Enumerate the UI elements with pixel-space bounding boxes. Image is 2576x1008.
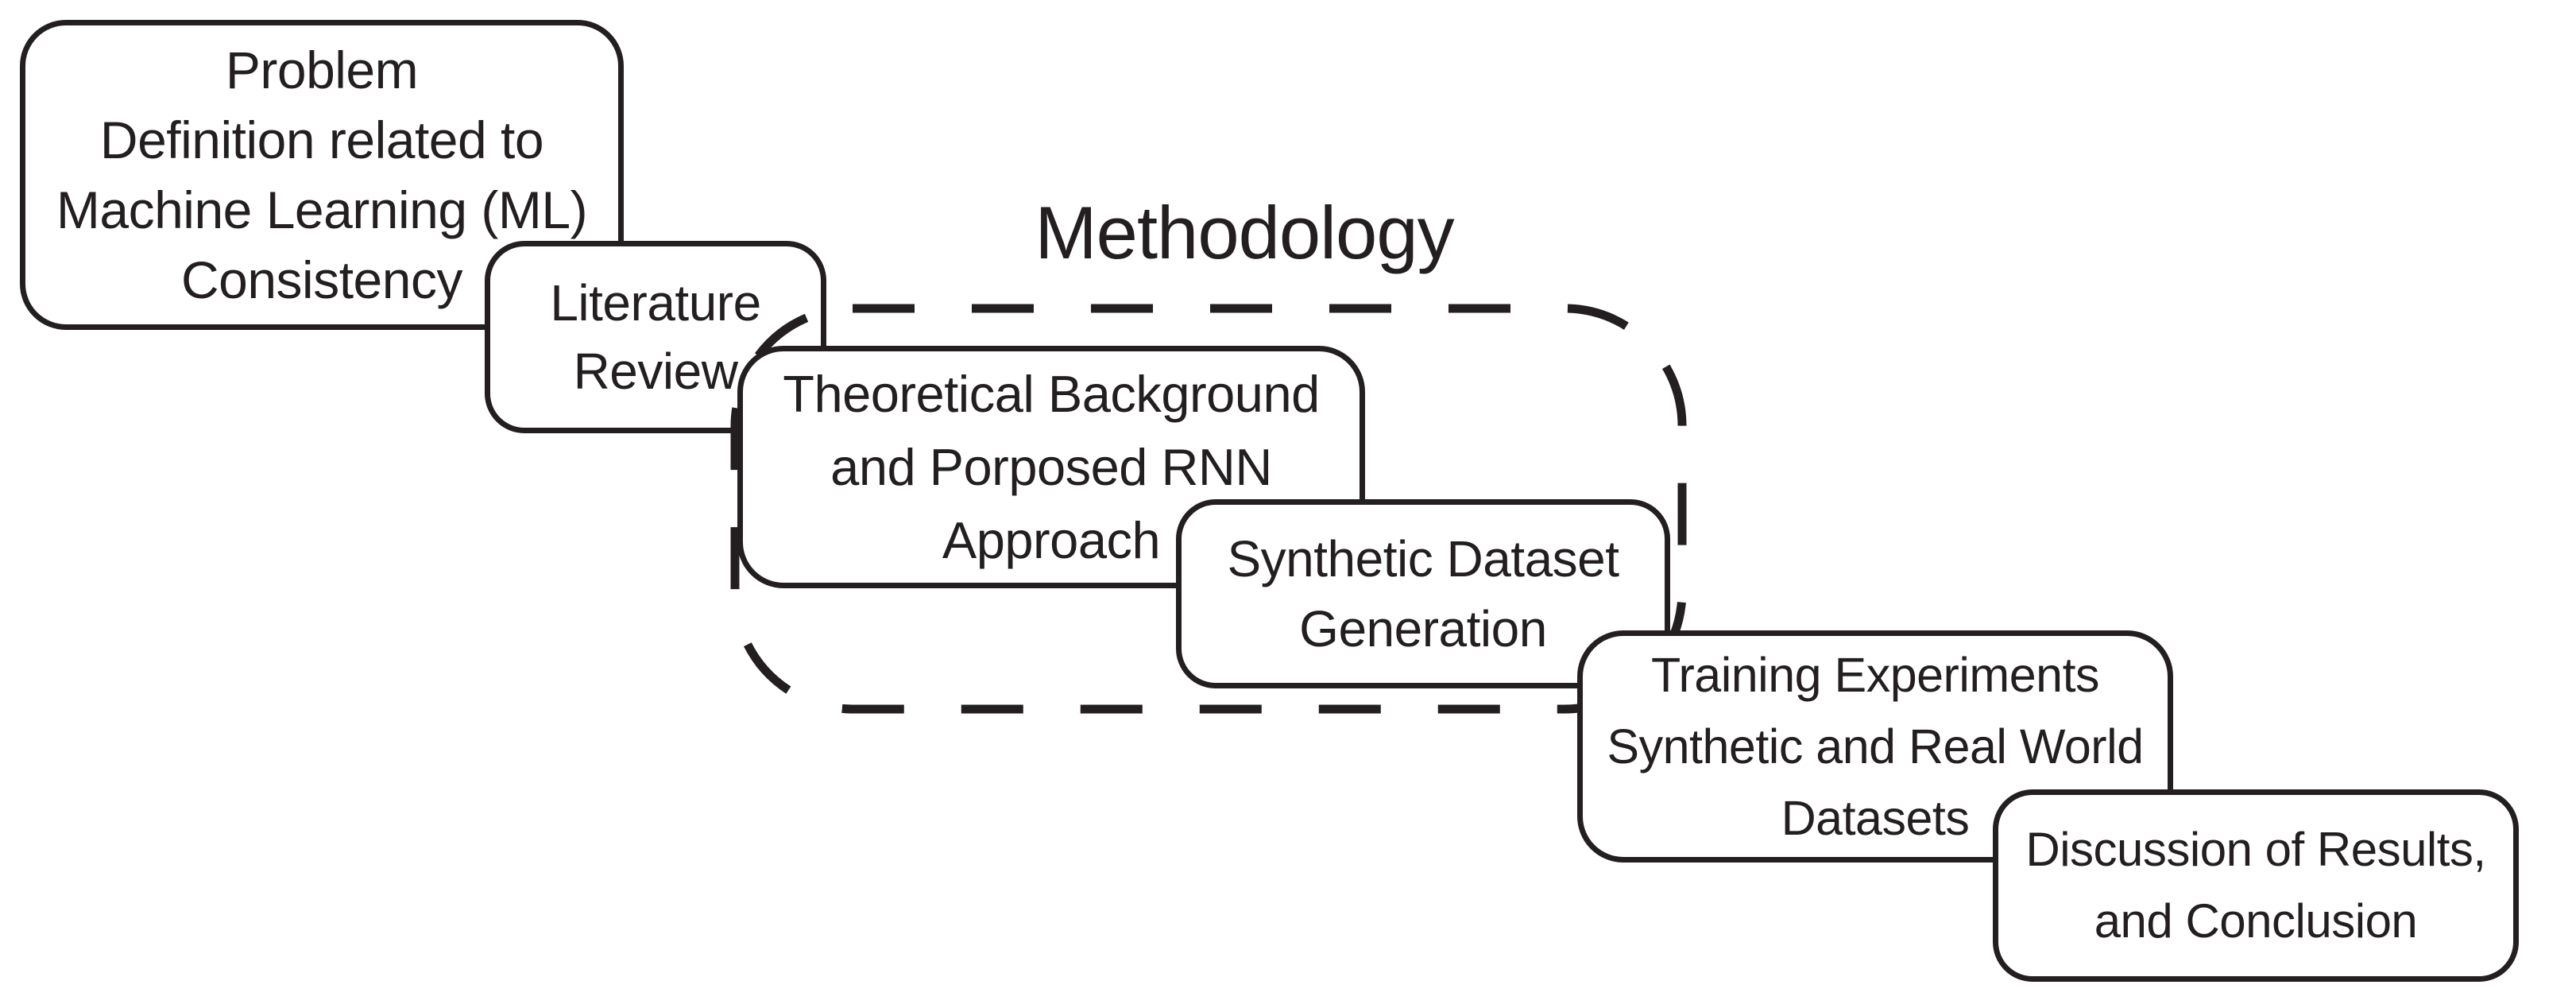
problem-definition-box: Problem Definition related to Machine Le… <box>20 20 624 330</box>
problem-definition-label: Problem Definition related to Machine Le… <box>56 41 588 309</box>
training-experiments-label: Training Experiments Synthetic and Real … <box>1607 648 2144 845</box>
methodology-label: Methodology <box>1035 191 1454 274</box>
synthetic-dataset-label: Synthetic Dataset Generation <box>1227 530 1619 657</box>
discussion-conclusion-box: Discussion of Results, and Conclusion <box>1993 789 2519 982</box>
discussion-conclusion-label: Discussion of Results, and Conclusion <box>2025 823 2486 948</box>
literature-review-label: Literature Review <box>550 274 761 400</box>
